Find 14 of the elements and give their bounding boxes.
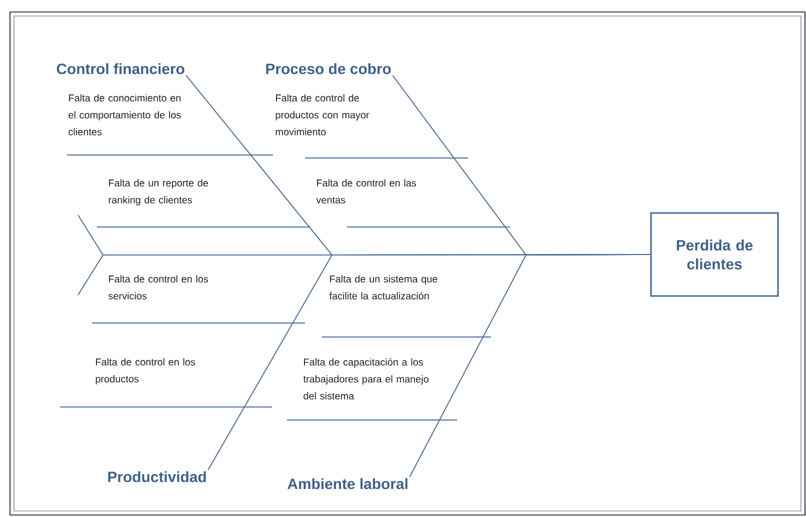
cause-label: Falta de capacitación a los trabajadores para el manejo del sistema bbox=[303, 358, 428, 400]
cause-label: Falta de un reporte de ranking de clientes bbox=[108, 179, 208, 206]
cause-label: Falta de control en los servicios bbox=[108, 275, 208, 300]
cause-label: Falta de conocimiento en el comportamiento de los clientes bbox=[68, 94, 181, 136]
cause-label: Falta de control en los productos bbox=[96, 358, 196, 384]
category-heading: Control financiero bbox=[56, 63, 184, 74]
cause-label: Falta de control de productos con mayor movimiento bbox=[276, 94, 370, 136]
category-heading: Proceso de cobro bbox=[266, 63, 391, 74]
cause-label: Falta de control en las ventas bbox=[316, 179, 416, 204]
category-heading: Productividad bbox=[108, 471, 206, 482]
category-heading: Ambiente laboral bbox=[288, 478, 408, 490]
fish-bone bbox=[409, 254, 651, 478]
cause-label: Falta de un sistema que facilite la actualización bbox=[329, 275, 438, 300]
effect-box: Perdida de clientes bbox=[650, 212, 779, 297]
